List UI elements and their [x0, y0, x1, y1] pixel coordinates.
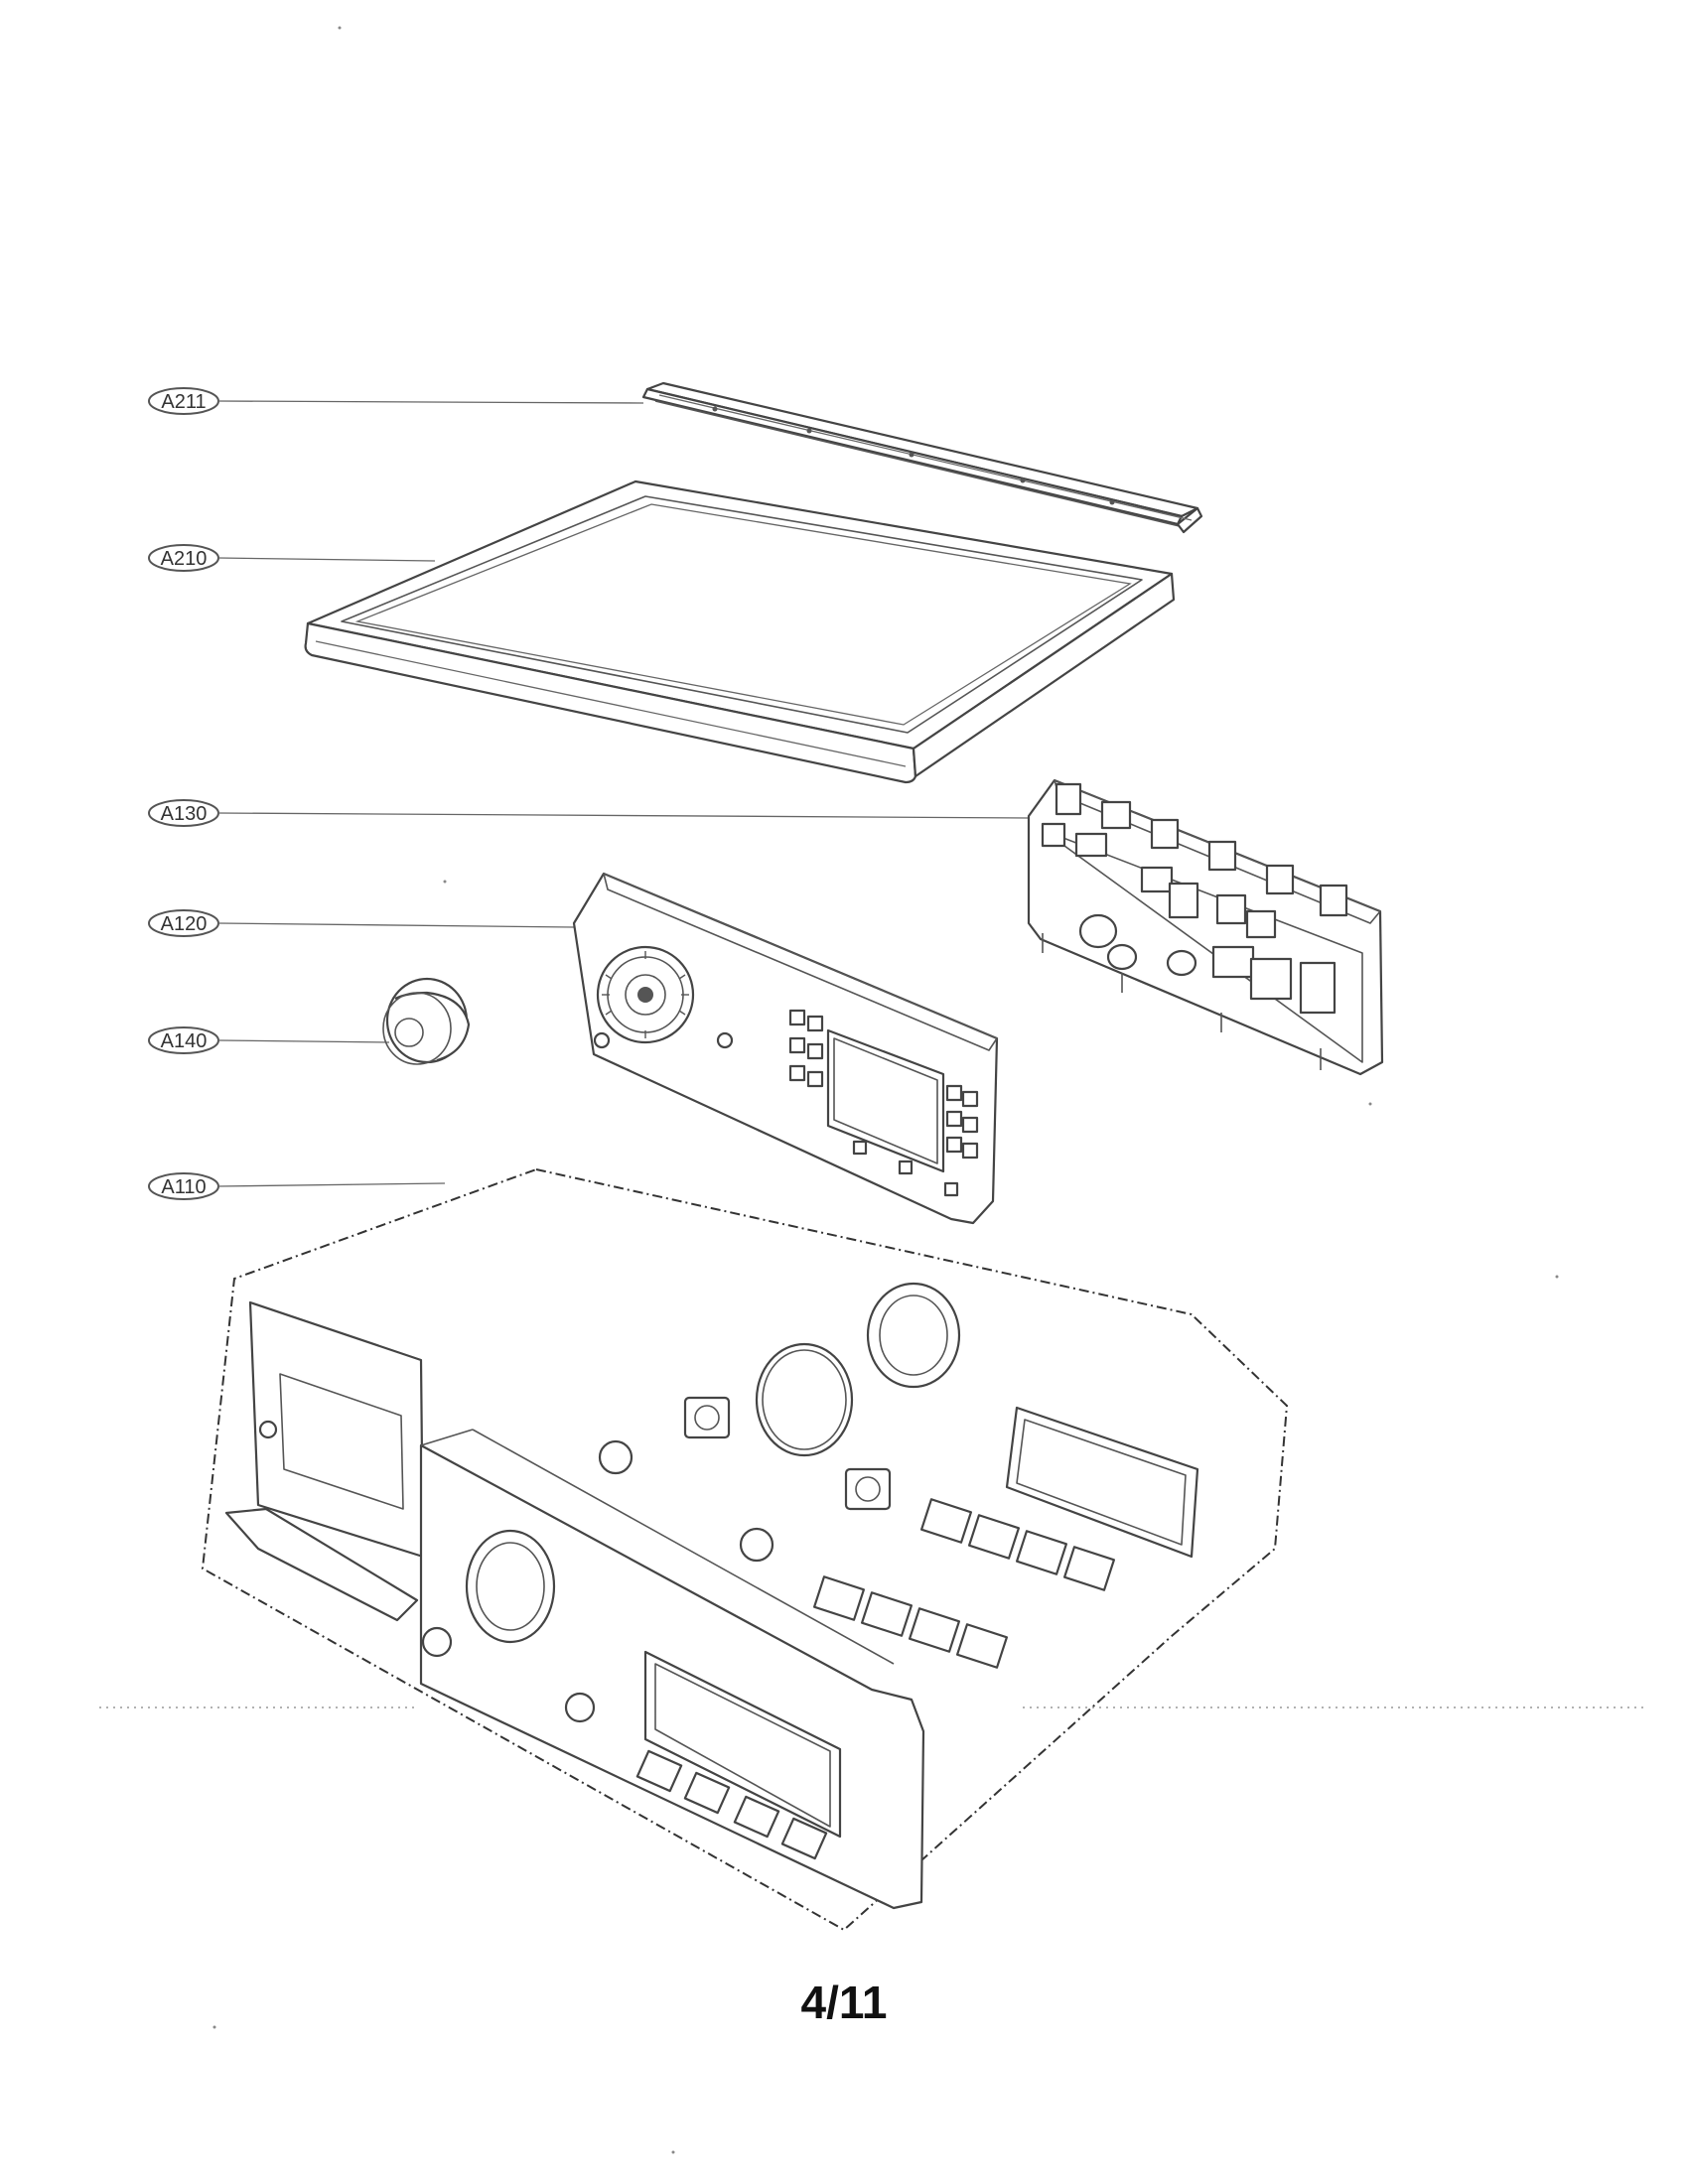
svg-text:A130: A130: [161, 803, 208, 825]
callout-a120: A120: [148, 909, 575, 937]
callout-a110: A110: [148, 1172, 446, 1200]
svg-text:A140: A140: [161, 1030, 208, 1052]
bracket-rail-part: [641, 381, 1203, 534]
knob-part: [382, 977, 471, 1065]
control-panel-fascia-part: [201, 1167, 1289, 1932]
callout-a140: A140: [148, 1026, 390, 1054]
svg-text:A110: A110: [161, 1176, 206, 1198]
scan-specks: [212, 26, 1559, 2154]
main-pcb-part: [1027, 778, 1384, 1076]
svg-text:A120: A120: [161, 913, 208, 935]
callout-a130: A130: [148, 799, 1030, 827]
page-number: 4/11: [800, 1977, 888, 2028]
svg-text:A211: A211: [161, 391, 206, 413]
top-lid-part: [304, 479, 1176, 784]
control-pcb-part: [572, 872, 999, 1225]
callout-a211: A211: [148, 387, 644, 415]
svg-text:A210: A210: [161, 548, 208, 570]
callout-a210: A210: [148, 544, 436, 572]
